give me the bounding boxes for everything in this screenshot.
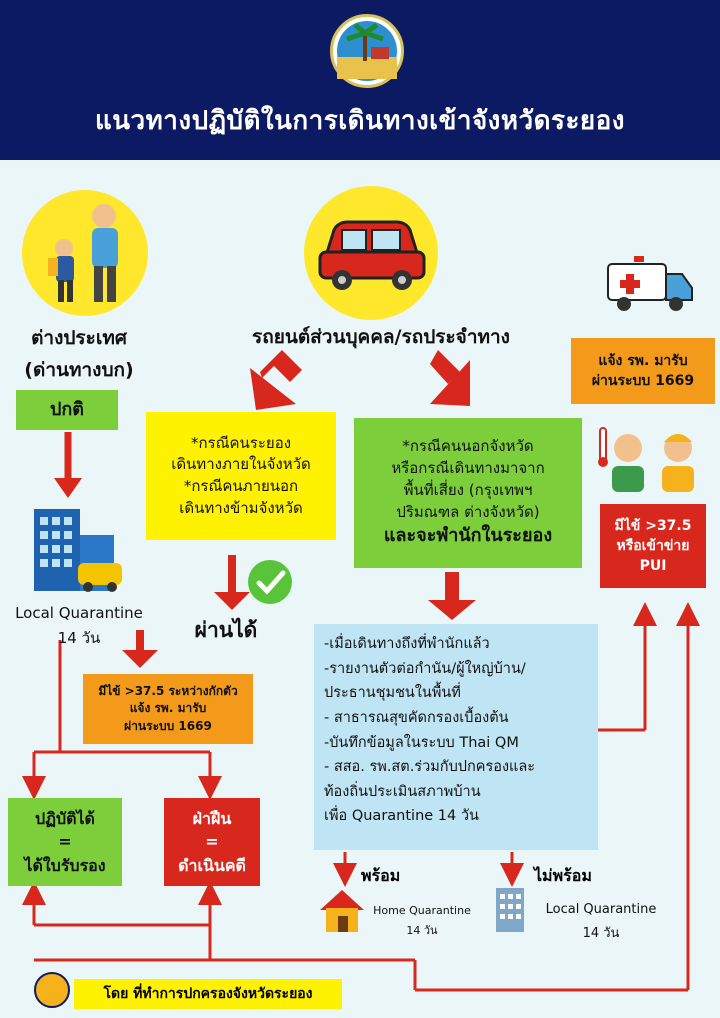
check-icon (246, 558, 294, 606)
hotel-building-icon (30, 505, 130, 595)
outside-case-box: *กรณีคนนอกจังหวัด หรือกรณีเดินทางมาจาก พ… (354, 418, 582, 568)
left-fever-line1: มีไข้ >37.5 ระหว่างกักตัว (98, 683, 238, 698)
footer-seal-icon (34, 972, 70, 1008)
travelers-icon-circle (22, 190, 148, 316)
step-line: ประธานชุมชนในพื้นที่ (324, 685, 461, 702)
not-ready-label: ไม่พร้อม (534, 866, 592, 885)
right-local-quarantine-days: 14 วัน (582, 926, 620, 941)
step-line: -รายงานตัวต่อกำนัน/ผู้ใหญ่บ้าน/ (324, 660, 526, 677)
right-local-quarantine-label: Local Quarantine (545, 902, 657, 917)
step-line: - สาธารณสุขคัดกรองเบื้องต้น (324, 709, 509, 726)
right-notify-line1: แจ้ง รพ. มารับ (598, 352, 688, 369)
left-fever-line2: แจ้ง รพ. มารับ (129, 701, 207, 716)
left-quarantine-label: Local Quarantine (15, 604, 143, 622)
land-border-label: (ด่านทางบก) (24, 359, 134, 381)
building-icon (490, 886, 530, 932)
footer-credit: โดย ที่ทำการปกครองจังหวัดระยอง (103, 985, 313, 1002)
outside-case-line3: พื้นที่เสี่ยง (กรุงเทพฯ (403, 480, 533, 499)
ambulance-icon (604, 252, 696, 322)
local-case-box: *กรณีคนระยอง เดินทางภายในจังหวัด *กรณีคน… (146, 412, 336, 540)
left-fever-box: มีไข้ >37.5 ระหว่างกักตัว แจ้ง รพ. มารับ… (83, 674, 253, 744)
right-fever-line2: หรือเข้าข่าย (616, 537, 690, 554)
step-line: - สสอ. รพ.สต.ร่วมกับปกครองและ (324, 759, 536, 776)
ready-label: พร้อม (361, 866, 401, 885)
right-notify-box: แจ้ง รพ. มารับ ผ่านระบบ 1669 (571, 338, 715, 404)
right-notify-line2: ผ่านระบบ 1669 (591, 373, 695, 389)
foreign-label: ต่างประเทศ (31, 327, 127, 349)
step-line: -เมื่อเดินทางถึงที่พำนักแล้ว (324, 636, 490, 652)
local-case-line3: *กรณีคนภายนอก (183, 477, 299, 495)
outside-case-line1: *กรณีคนนอกจังหวัด (402, 437, 534, 456)
page-title: แนวทางปฏิบัติในการเดินทางเข้าจังหวัดระยอ… (95, 106, 625, 136)
left-fever-line3: ผ่านระบบ 1669 (124, 718, 212, 733)
steps-box: -เมื่อเดินทางถึงที่พำนักแล้ว -รายงานตัวต… (314, 624, 598, 850)
sick-people-icon (594, 422, 712, 494)
left-quarantine-days: 14 วัน (57, 629, 101, 647)
violate-line1: ฝ่าฝืน (192, 809, 232, 829)
right-fever-box: มีไข้ >37.5 หรือเข้าข่าย PUI (600, 504, 706, 588)
comply-line2: = (58, 832, 72, 852)
car-icon (318, 220, 426, 290)
normal-status-box: ปกติ (16, 390, 118, 430)
car-icon-circle (304, 186, 438, 320)
home-quarantine-label: Home Quarantine (373, 904, 471, 917)
house-icon (318, 888, 366, 934)
comply-line1: ปฏิบัติได้ (35, 809, 95, 829)
right-fever-line1: มีไข้ >37.5 (614, 517, 692, 534)
outside-case-line5: และจะพำนักในระยอง (383, 525, 553, 547)
normal-status-text: ปกติ (49, 398, 84, 420)
violate-line3: ดำเนินคดี (178, 855, 246, 875)
pass-label: ผ่านได้ (194, 618, 258, 642)
violate-line2: = (205, 832, 219, 852)
local-case-line2: เดินทางภายในจังหวัด (171, 455, 311, 474)
outside-case-line4: ปริมณฑล ต่างจังหวัด) (396, 502, 540, 521)
footer-credit-box: โดย ที่ทำการปกครองจังหวัดระยอง (74, 979, 342, 1009)
step-line: เพื่อ Quarantine 14 วัน (324, 808, 479, 825)
violate-box: ฝ่าฝืน = ดำเนินคดี (164, 798, 260, 886)
vehicle-label: รถยนต์ส่วนบุคคล/รถประจำทาง (252, 326, 510, 348)
outside-case-line2: หรือกรณีเดินทางมาจาก (391, 459, 545, 478)
comply-line3: ได้ใบรับรอง (24, 855, 106, 875)
provincial-seal-icon (330, 14, 404, 88)
right-fever-line3: PUI (639, 558, 667, 575)
comply-box: ปฏิบัติได้ = ได้ใบรับรอง (8, 798, 122, 886)
step-line: ท้องถิ่นประเมินสภาพบ้าน (324, 783, 481, 800)
home-quarantine-days: 14 วัน (406, 924, 438, 937)
local-case-line1: *กรณีคนระยอง (190, 433, 292, 452)
travelers-icon (48, 204, 118, 302)
step-line: -บันทึกข้อมูลในระบบ Thai QM (324, 734, 519, 751)
local-case-line4: เดินทางข้ามจังหวัด (179, 498, 303, 517)
